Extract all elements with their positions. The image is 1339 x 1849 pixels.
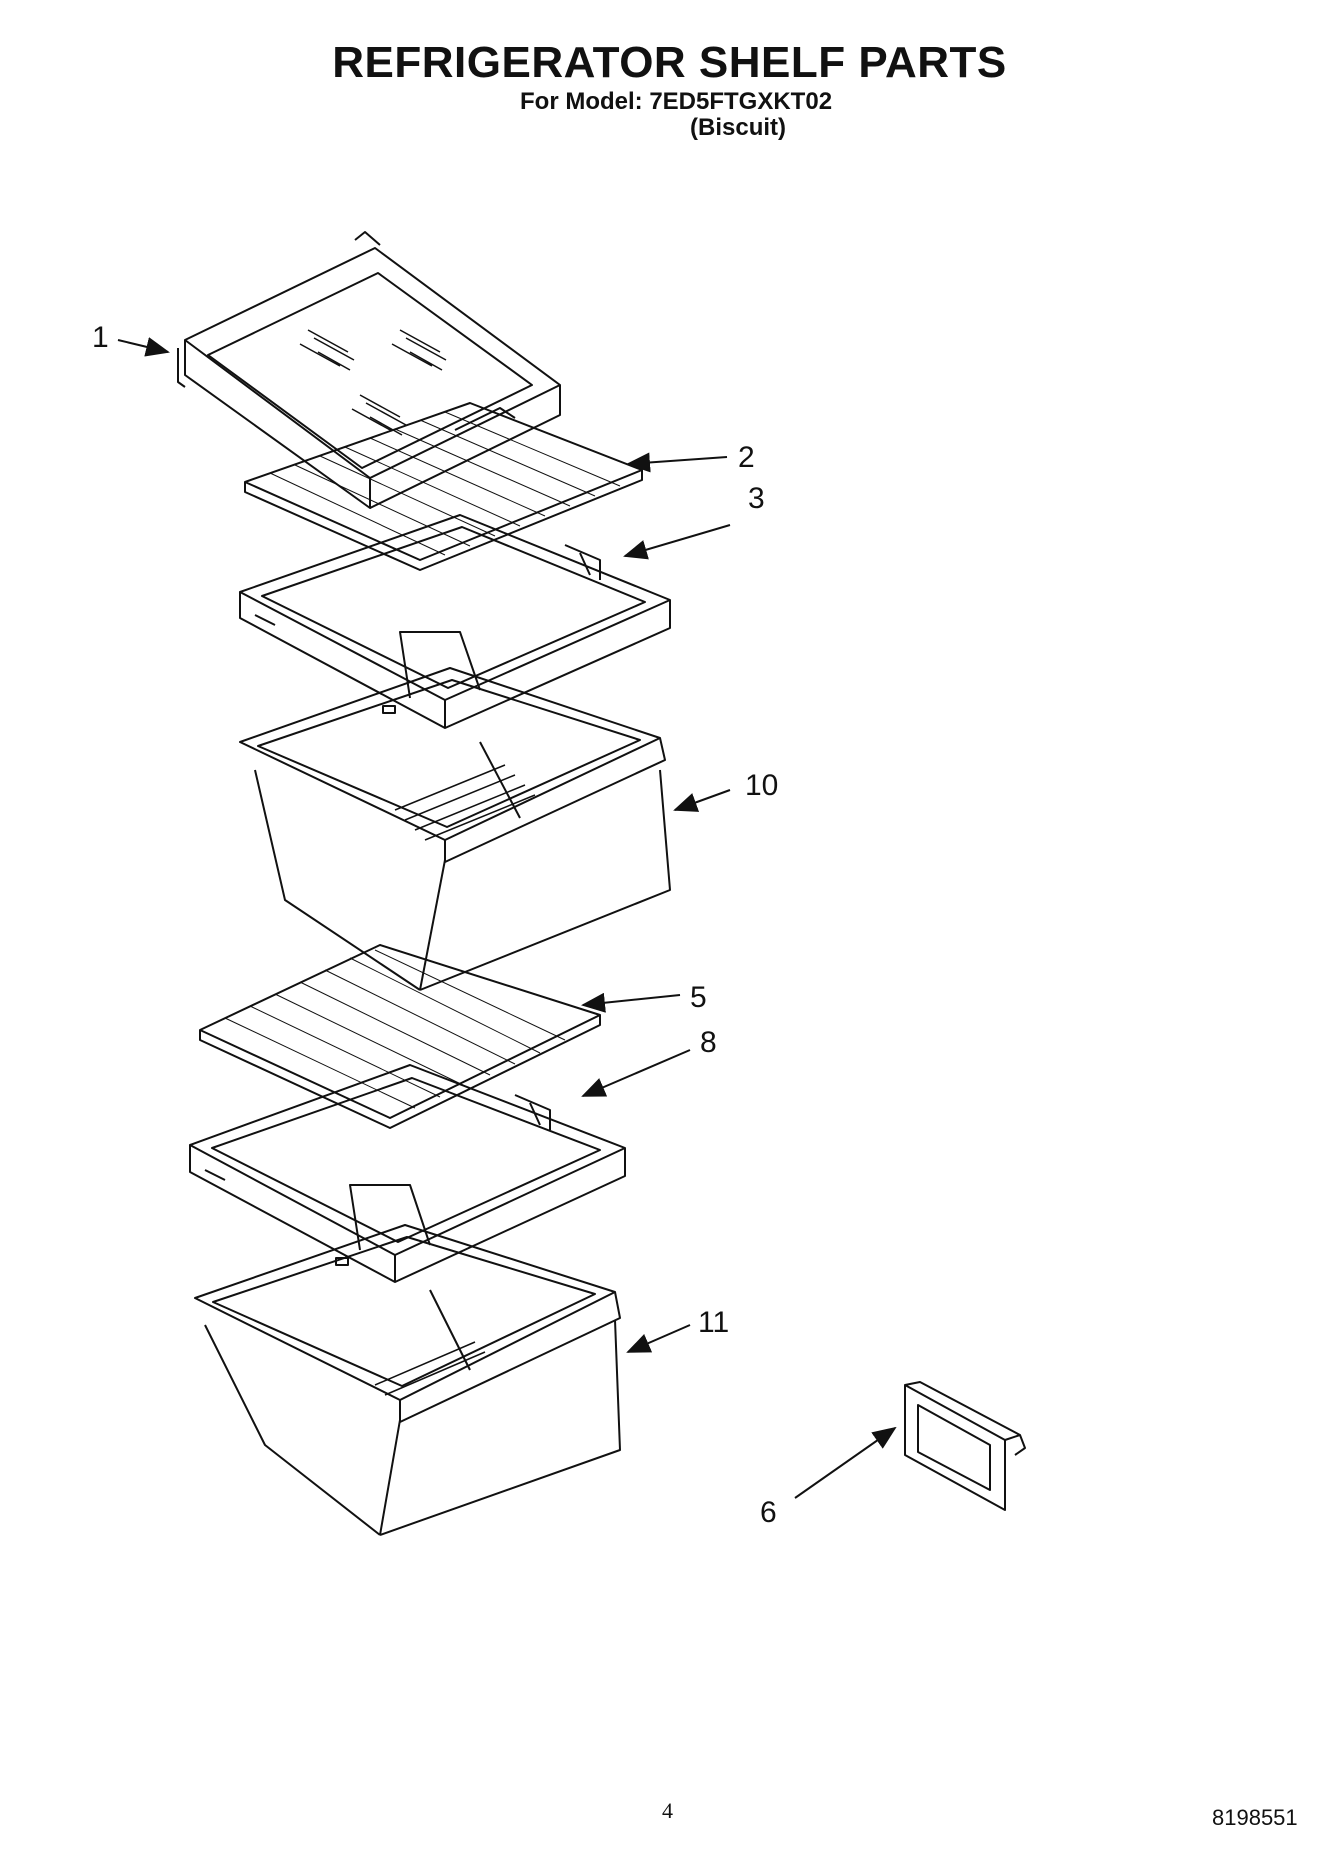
part-8-crisper-frame [189,1064,626,1283]
callout-5: 5 [690,981,707,1014]
callout-2-leader [626,452,728,473]
callout-11: 11 [698,1306,729,1339]
page-number: 4 [662,1798,673,1823]
callout-1-leader [117,337,170,357]
model-color: (Biscuit) [690,114,786,141]
document-number: 8198551 [1212,1805,1298,1830]
part-3-crisper-frame [239,514,671,729]
callout-10: 10 [745,769,778,802]
callout-6-leader [794,1426,897,1499]
part-11-lower-crisper-drawer [194,1224,621,1536]
part-10-upper-crisper-drawer [239,667,671,991]
callout-5-leader [581,992,681,1013]
callout-10-leader [673,789,731,812]
callout-3: 3 [748,482,765,515]
callout-6: 6 [760,1496,777,1529]
page-title: REFRIGERATOR SHELF PARTS [332,38,1007,87]
callout-8: 8 [700,1026,717,1059]
part-6-label-holder [904,1381,1026,1511]
callout-11-leader [626,1324,691,1353]
model-number: For Model: 7ED5FTGXKT02 [520,88,833,115]
callout-8-leader [581,1049,691,1097]
part-1-top-shelf [177,231,561,509]
callout-2: 2 [738,441,755,474]
part-5-glass-pane [199,944,601,1129]
callout-1: 1 [92,321,109,354]
callout-3-leader [623,524,731,560]
